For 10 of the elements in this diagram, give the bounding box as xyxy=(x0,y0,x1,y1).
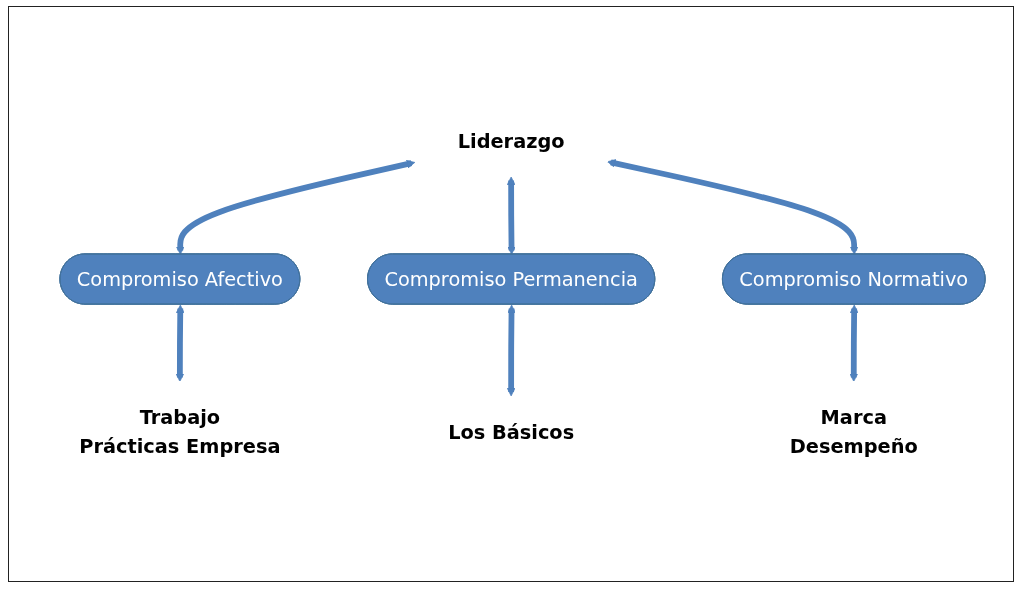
arrow xyxy=(506,177,516,256)
arrow xyxy=(607,159,859,256)
arrow xyxy=(849,305,859,383)
node-text: Los Básicos xyxy=(448,420,575,444)
arrow xyxy=(175,305,185,383)
node-text: Marca Desempeño xyxy=(789,406,918,459)
arrow xyxy=(176,160,416,256)
arrow xyxy=(506,305,516,397)
node-text: Liderazgo xyxy=(457,129,565,153)
node-text: Trabajo Prácticas Empresa xyxy=(79,406,281,459)
